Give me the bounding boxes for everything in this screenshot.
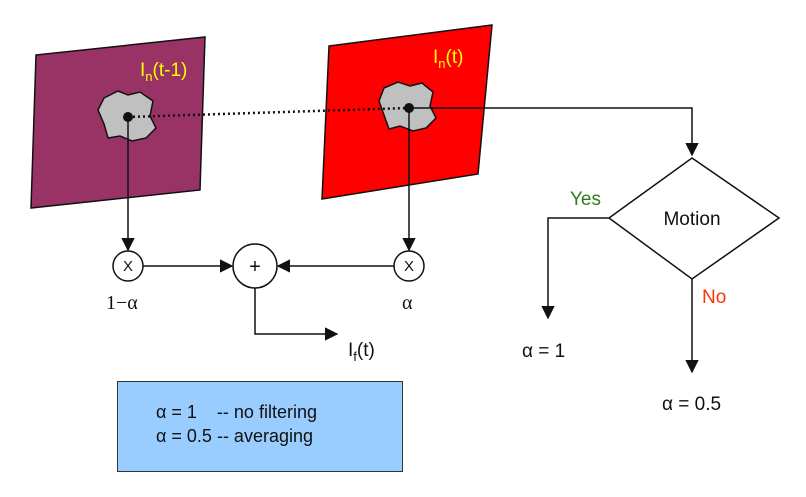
yes-result: α = 1 bbox=[522, 341, 565, 362]
yes-label: Yes bbox=[570, 189, 601, 210]
weight-alpha: α bbox=[402, 292, 413, 314]
sum-label: + bbox=[249, 256, 261, 278]
no-label: No bbox=[702, 287, 726, 308]
mult-left-label: X bbox=[123, 258, 133, 275]
arrow-yes bbox=[541, 217, 609, 320]
arrow-sum-to-output bbox=[254, 288, 339, 341]
legend-box: α = 1 -- no filtering α = 0.5 -- averagi… bbox=[117, 381, 403, 472]
output-label: If(t) bbox=[348, 340, 375, 364]
no-result: α = 0.5 bbox=[662, 394, 721, 415]
weight-one-minus-alpha: 1−α bbox=[106, 292, 138, 314]
frame-prev-label: In(t-1) bbox=[140, 60, 187, 84]
motion-decision-label: Motion bbox=[663, 209, 720, 230]
frame-curr-label: In(t) bbox=[433, 47, 463, 71]
correspondence-line bbox=[127, 106, 410, 119]
arrow-to-decision bbox=[409, 107, 699, 157]
legend-line-no-filtering: α = 1 -- no filtering bbox=[156, 402, 317, 422]
mult-right-label: X bbox=[404, 258, 414, 275]
legend-line-averaging: α = 0.5 -- averaging bbox=[156, 426, 313, 446]
